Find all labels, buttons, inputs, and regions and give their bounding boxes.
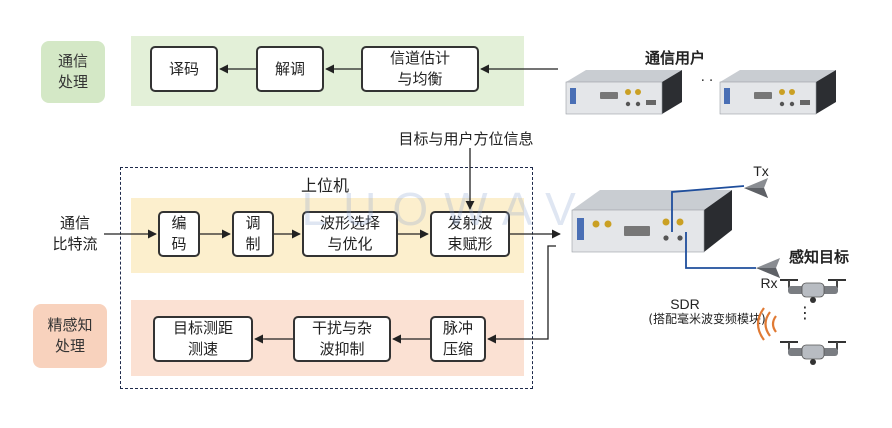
tx-feed-line: [672, 186, 744, 232]
arrow-sdr-to-pulse-compression: [488, 246, 556, 339]
echo-wave-icon: [773, 316, 776, 332]
rx-feed-line: [686, 232, 756, 268]
